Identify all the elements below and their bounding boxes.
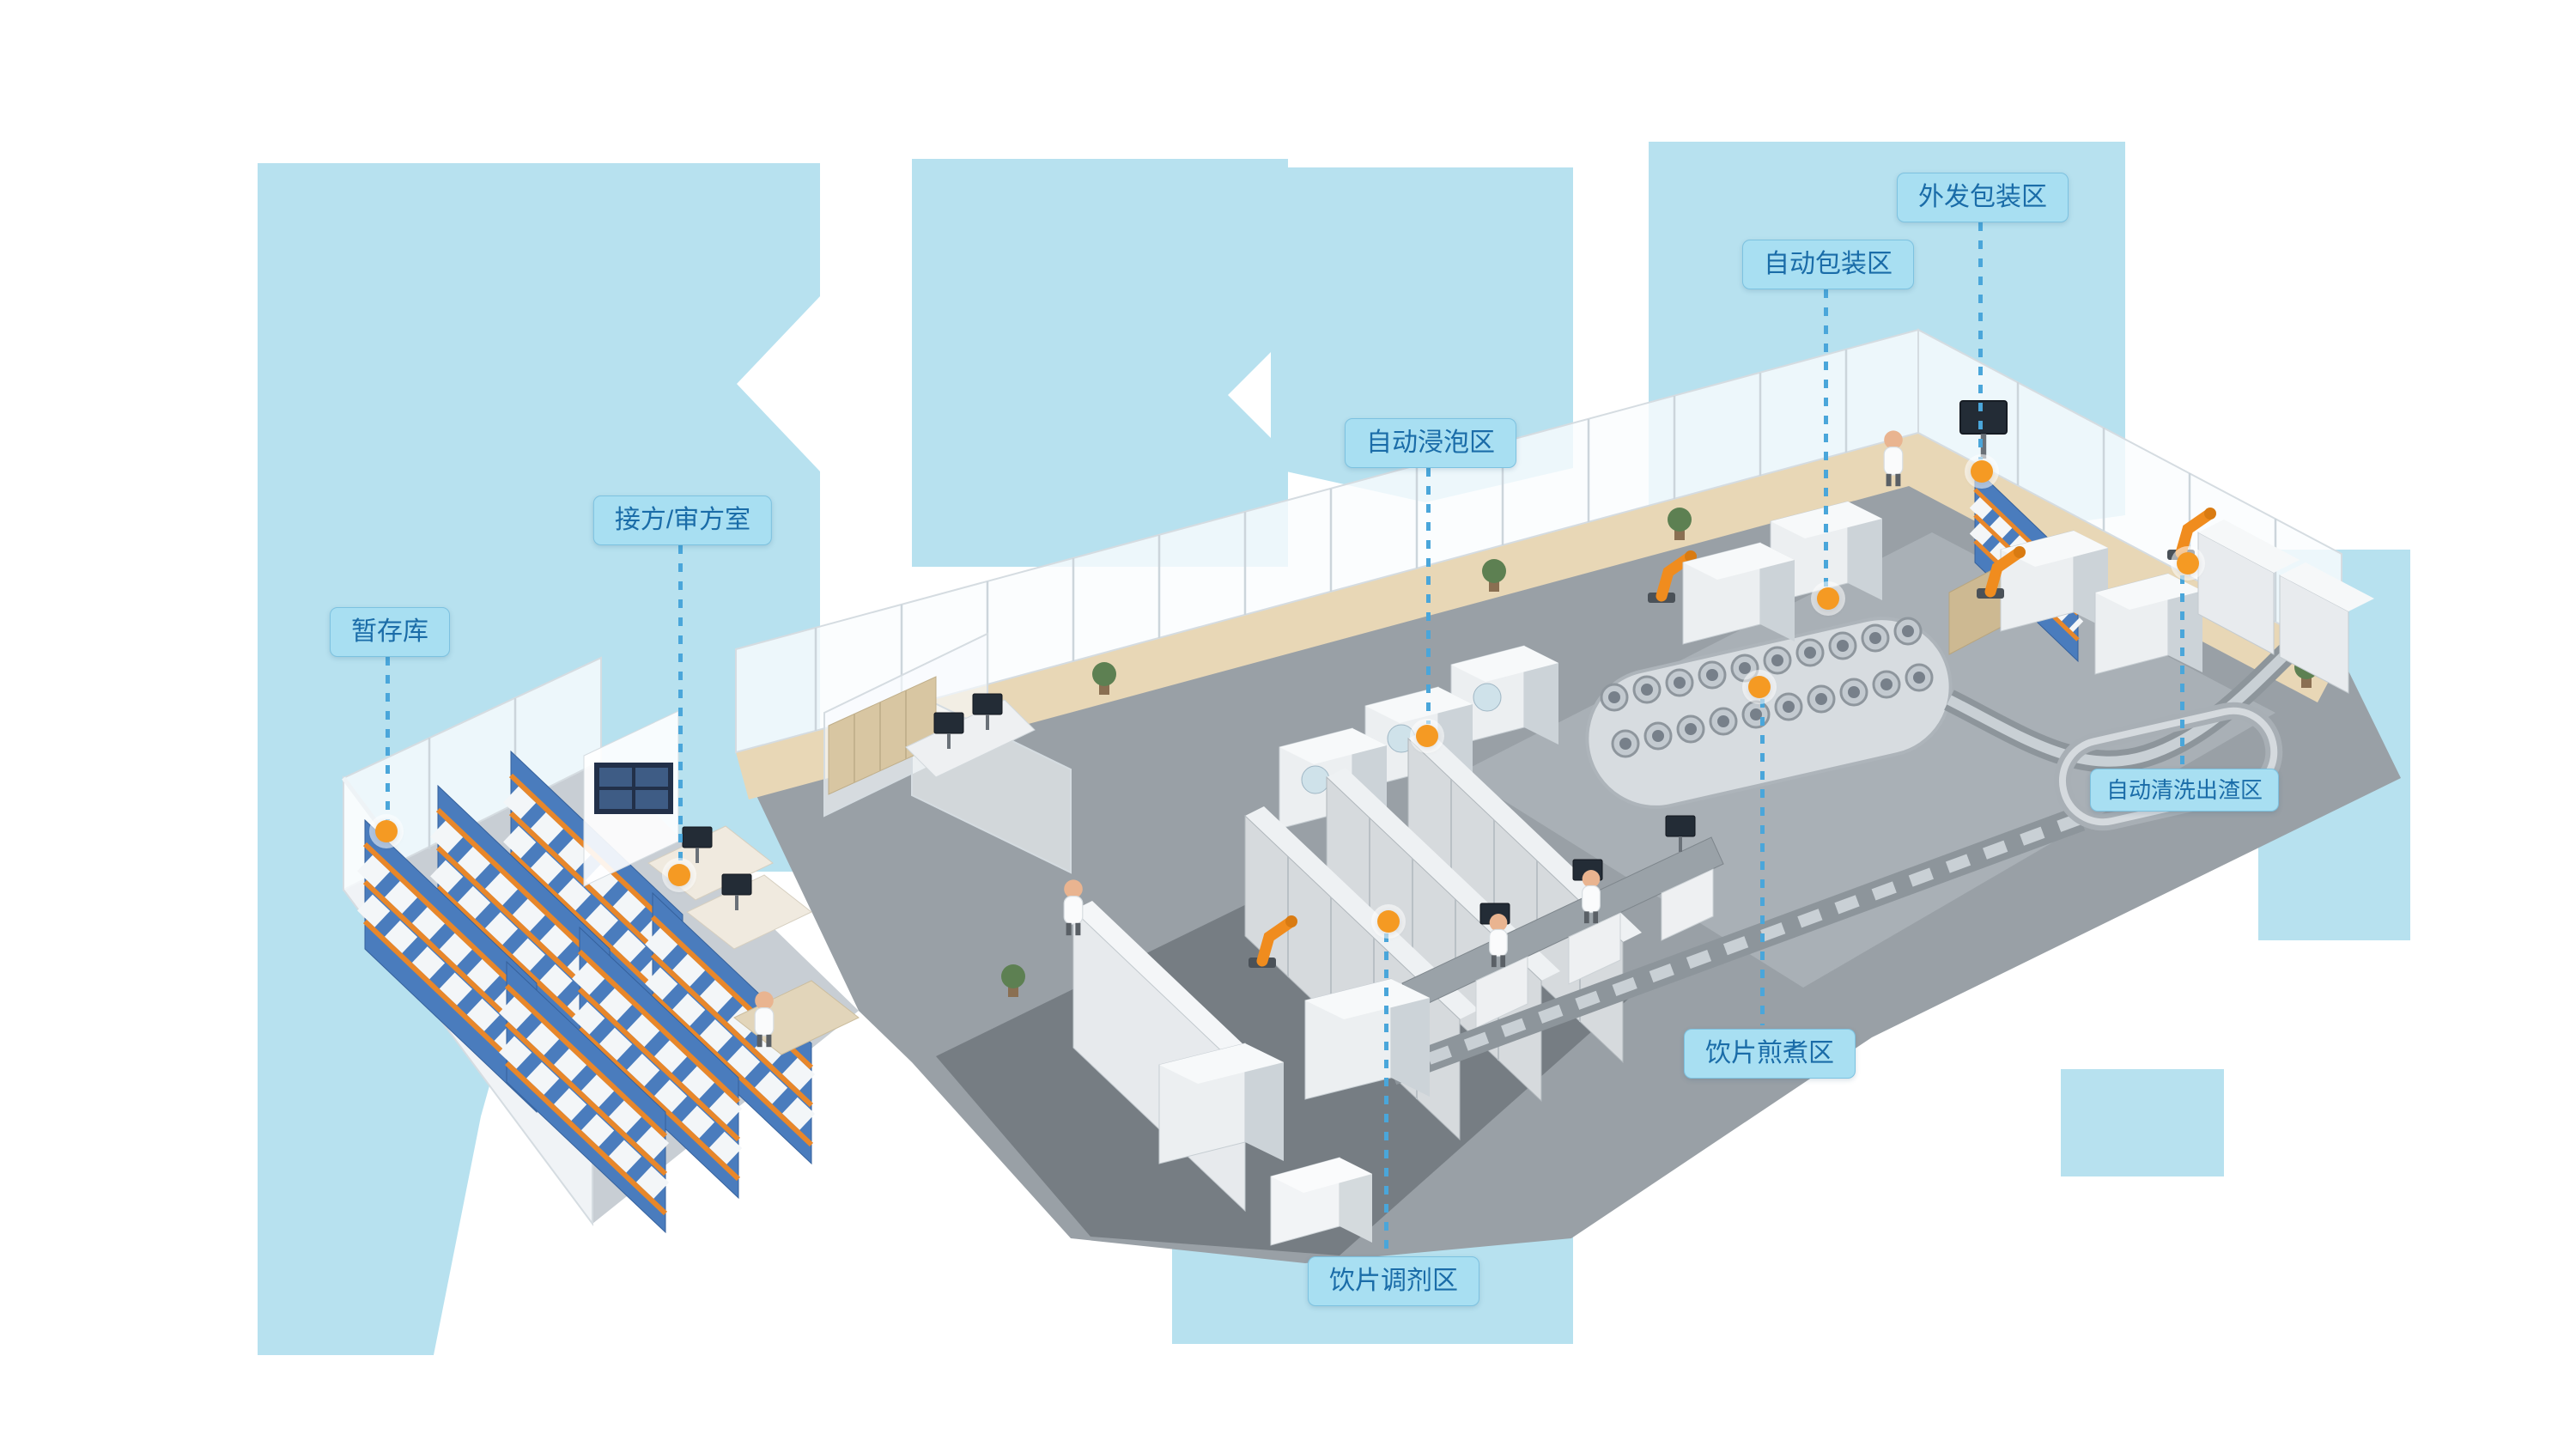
middle-rooms (823, 632, 1072, 874)
leader-line-auto-cleaning-area (2180, 575, 2184, 766)
zone-marker-auto-packaging-area (1817, 587, 1839, 610)
decoction-kettle-loop (1585, 512, 1953, 809)
cleaning-area (2167, 508, 2374, 694)
zone-label-temp-storage: 暂存库 (330, 607, 450, 657)
leader-line-prescription-review-room (678, 545, 683, 863)
leader-line-decocting-area (1760, 699, 1765, 1025)
zone-label-prescription-review-room: 接方/审方室 (592, 495, 773, 545)
cctv-monitor-wall (594, 763, 673, 814)
zone-marker-prescription-review-room (668, 864, 690, 886)
zone-marker-temp-storage (375, 820, 398, 842)
leader-line-outbound-packaging-area (1978, 222, 1983, 459)
zone-label-decocting-area: 饮片煎煮区 (1684, 1029, 1856, 1079)
zone-marker-outbound-packaging-area (1971, 460, 1993, 483)
zone-label-auto-cleaning-area: 自动清洗出渣区 (2089, 769, 2280, 812)
conveyors (1387, 623, 2318, 1085)
dispensing-output-machines (1158, 978, 1430, 1246)
zone-label-auto-packaging-area: 自动包装区 (1742, 240, 1914, 289)
zone-marker-auto-cleaning-area (2177, 552, 2199, 575)
zone-marker-dispensing-area (1377, 910, 1400, 933)
leader-line-auto-soaking-area (1426, 468, 1431, 724)
zone-marker-decocting-area (1748, 676, 1771, 698)
leader-line-auto-packaging-area (1824, 289, 1828, 587)
leader-line-temp-storage (386, 657, 390, 820)
leader-line-dispensing-area (1384, 933, 1388, 1253)
zone-marker-auto-soaking-area (1416, 725, 1438, 747)
packaging-area (1948, 401, 2202, 675)
storage-racks (357, 750, 819, 1234)
zone-label-dispensing-area: 饮片调剂区 (1308, 1256, 1479, 1306)
zone-label-outbound-packaging-area: 外发包装区 (1897, 173, 2069, 222)
zone-label-auto-soaking-area: 自动浸泡区 (1345, 418, 1516, 468)
soaking-machines (1279, 645, 1558, 830)
